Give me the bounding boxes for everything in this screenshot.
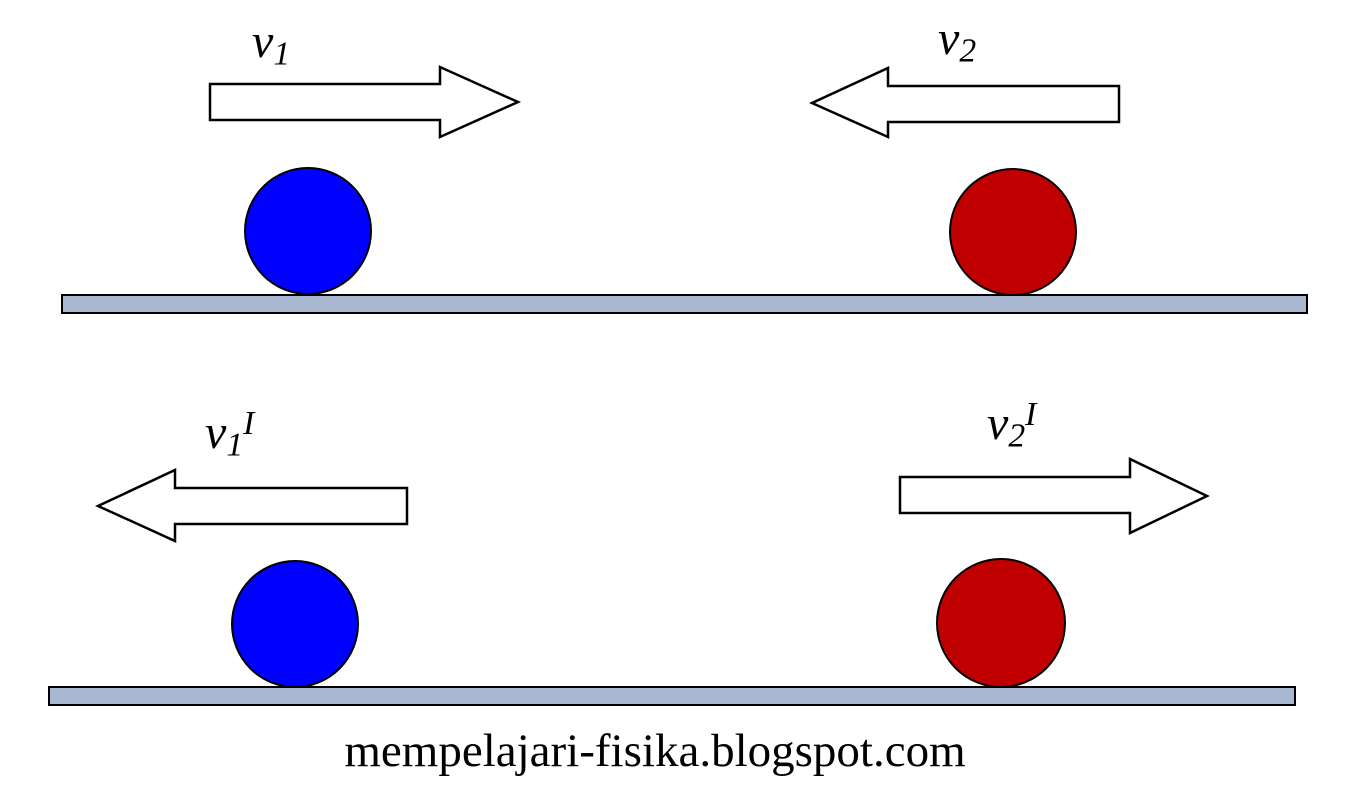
- ball2-red-after: [936, 558, 1066, 688]
- surface-track-before: [61, 294, 1308, 314]
- label-v1-after: v1I: [205, 406, 254, 462]
- watermark-caption: mempelajari-fisika.blogspot.com: [344, 725, 966, 777]
- label-base: v: [205, 406, 227, 459]
- arrow-v1-before-right: [208, 65, 522, 139]
- arrow-v2-after-right: [898, 457, 1210, 535]
- label-v2-before: v2: [938, 12, 976, 68]
- label-sub: 1: [226, 426, 244, 464]
- label-sub: 2: [1008, 417, 1026, 455]
- label-base: v: [938, 12, 960, 65]
- ball2-red-before: [949, 168, 1077, 296]
- label-v1-before: v1: [252, 15, 290, 71]
- label-sub: 1: [273, 35, 291, 73]
- label-sup: I: [1025, 395, 1037, 433]
- arrow-v2-before-left: [808, 66, 1121, 139]
- ball1-blue-after: [231, 560, 359, 688]
- ball1-blue-before: [244, 167, 372, 295]
- label-sup: I: [243, 404, 255, 442]
- label-base: v: [252, 15, 274, 68]
- label-base: v: [987, 397, 1009, 450]
- surface-track-after: [48, 686, 1296, 706]
- label-sub: 2: [959, 32, 977, 70]
- arrow-v1-after-left: [95, 468, 409, 543]
- label-v2-after: v2I: [987, 397, 1036, 453]
